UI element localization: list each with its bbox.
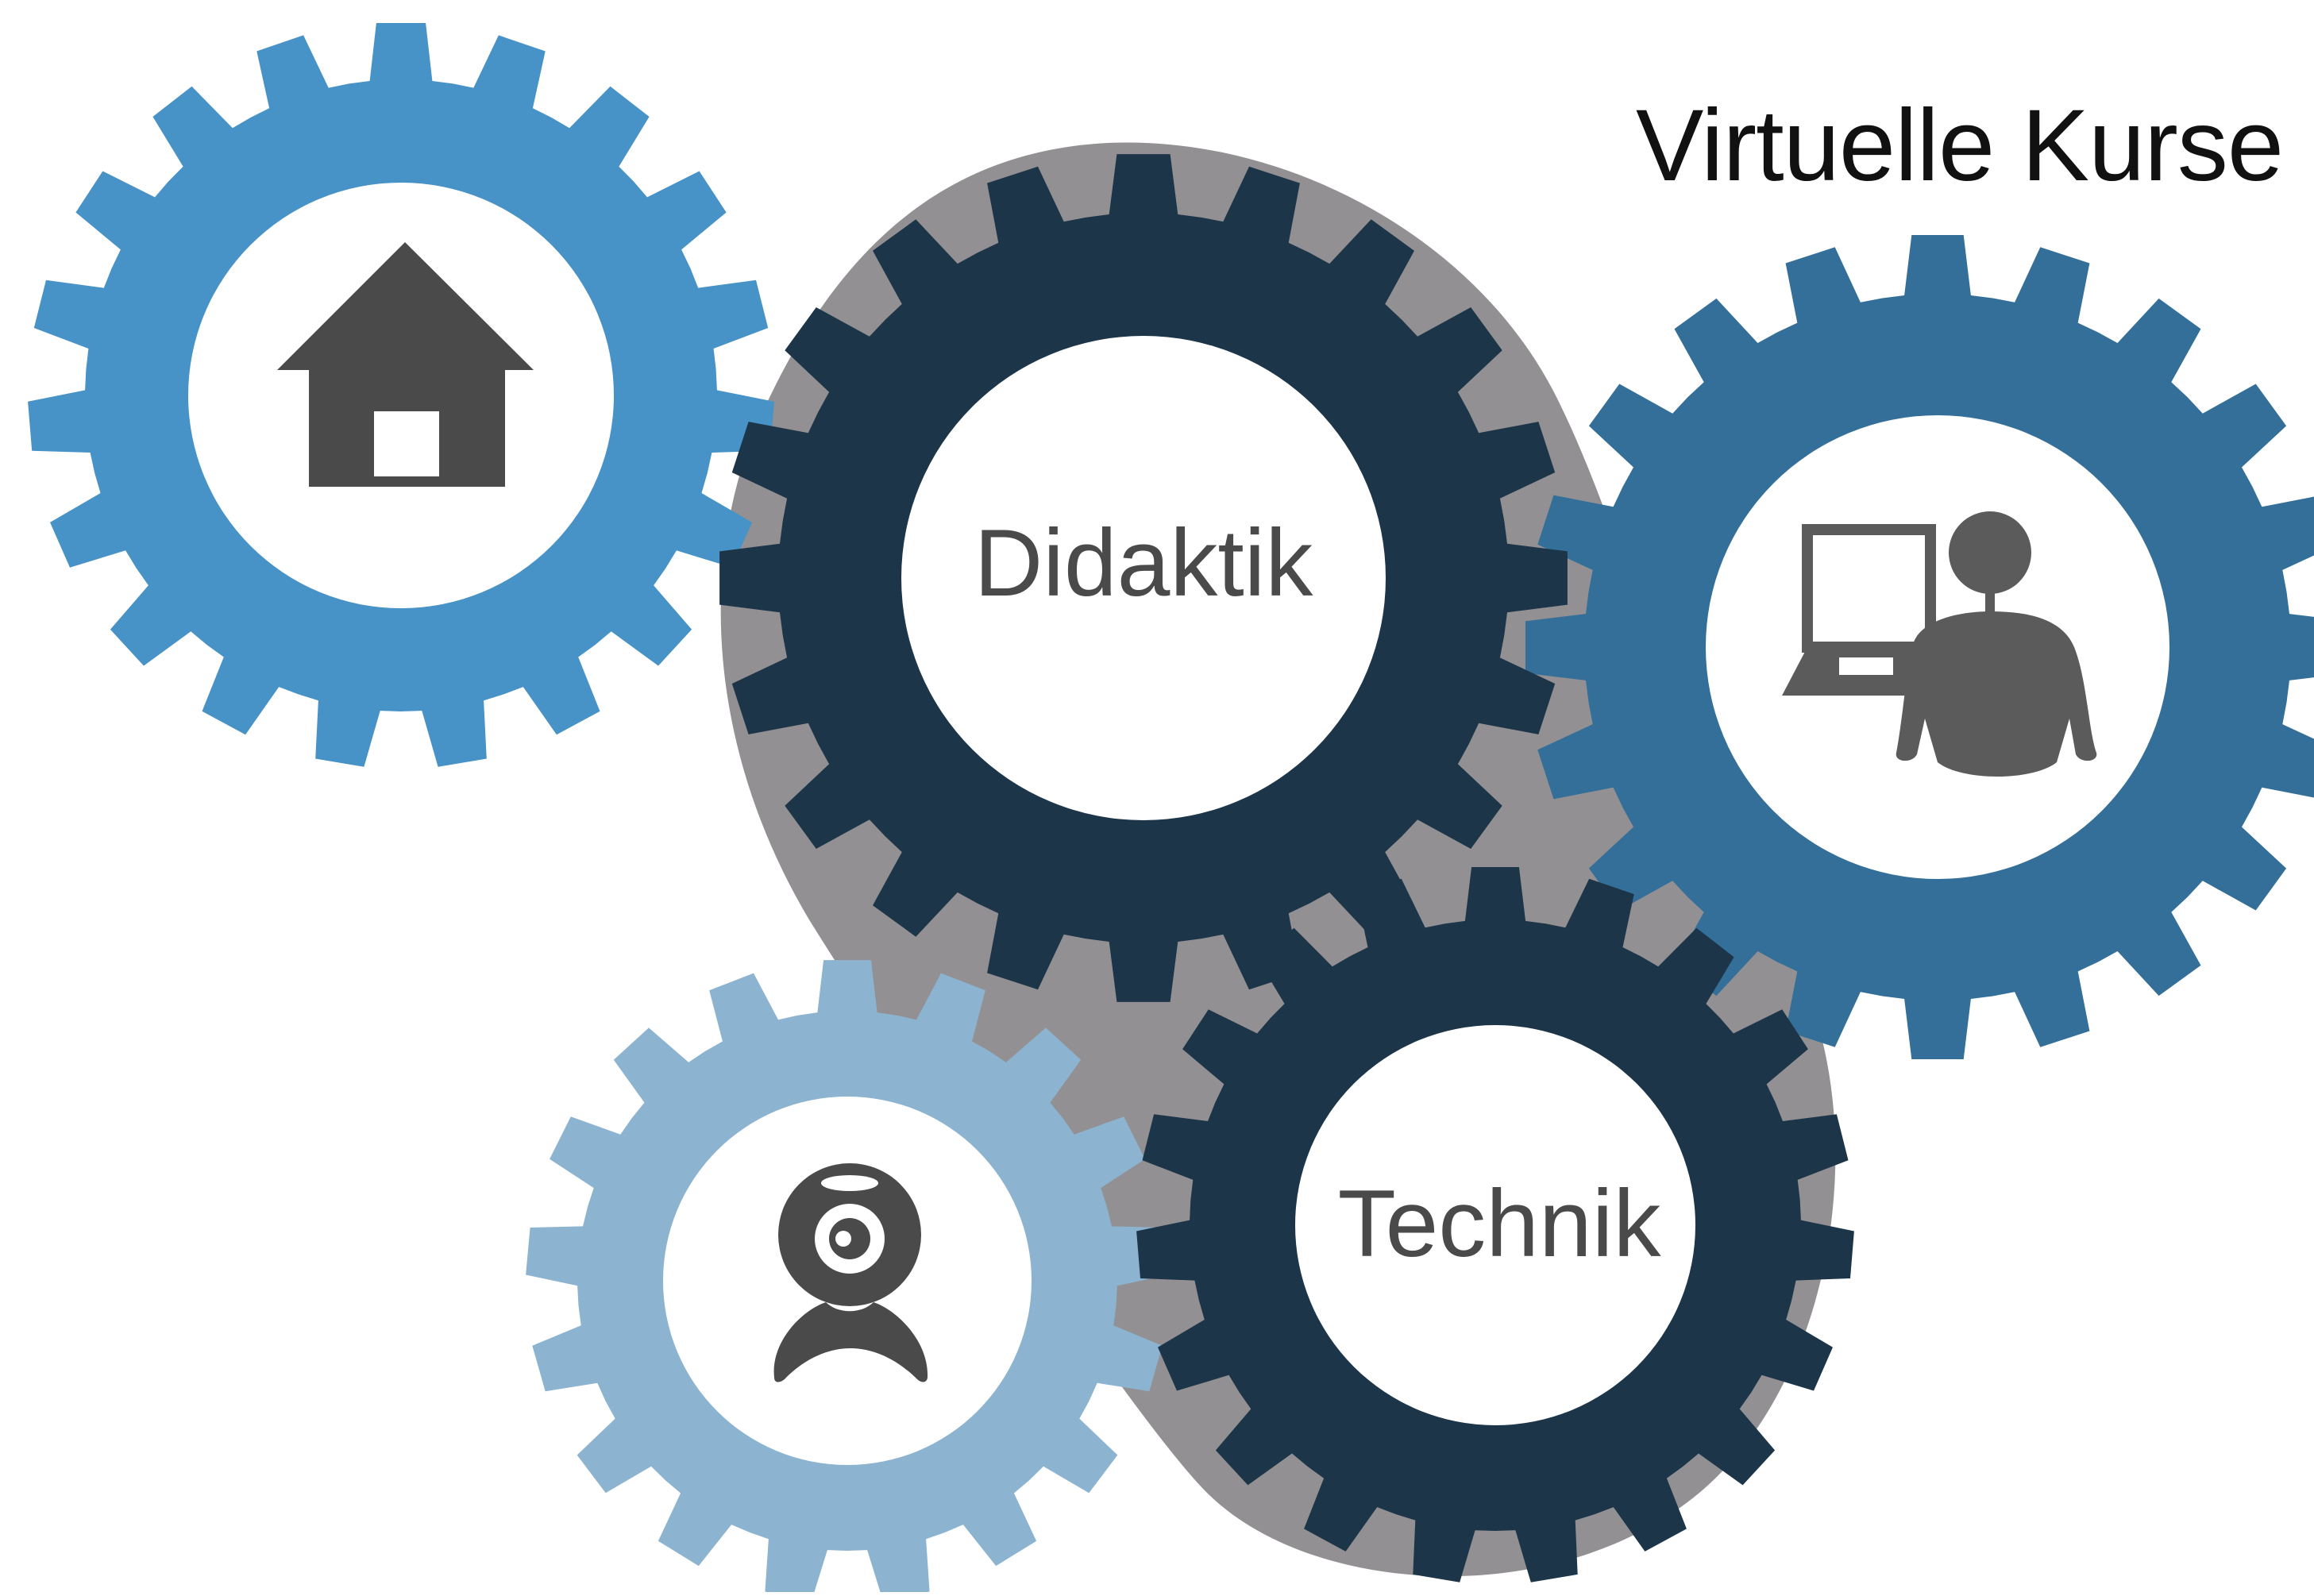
gear-label-technik: Technik xyxy=(1338,1170,1662,1277)
gear-technik xyxy=(1136,867,1854,1583)
gear-label-didaktik: Didaktik xyxy=(974,510,1314,616)
diagram-title: Virtuelle Kurse xyxy=(1636,89,2284,202)
gear-didaktik xyxy=(719,154,1568,1002)
gear-hub-technik xyxy=(1295,1025,1695,1425)
gear-hub-didaktik xyxy=(901,336,1386,820)
teacher-computer-icon xyxy=(1782,511,2097,777)
home-icon xyxy=(277,242,534,487)
webcam-icon xyxy=(773,1163,928,1382)
